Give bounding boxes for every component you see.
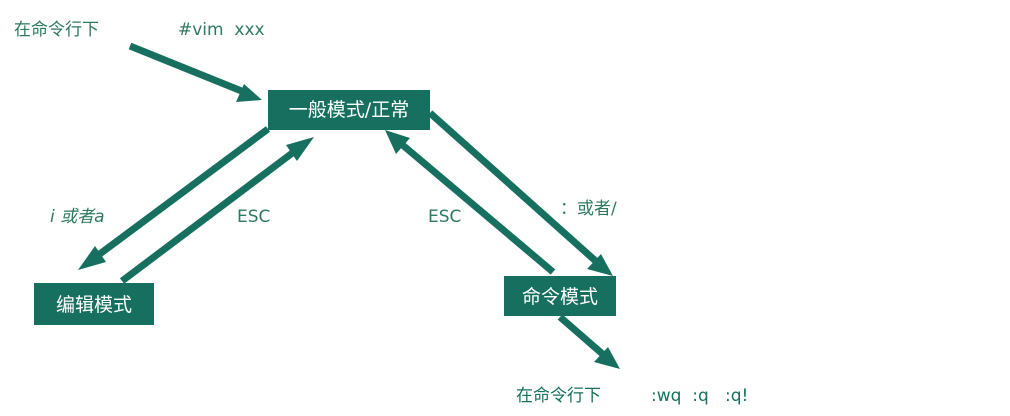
arrow-command-to-normal [385,130,556,275]
arrow-start-to-normal [128,42,262,102]
bottom-commands-label: :wq :q :q! [651,386,748,406]
arrow-normal-to-command [427,110,613,276]
insert-mode-box: 编辑模式 [34,283,154,325]
insert-mode-label: 编辑模式 [56,294,132,316]
arrow-insert-to-normal [119,137,314,284]
enter-insert-label: i 或者a [50,207,105,227]
top-command-label: #vim xxx [178,20,265,40]
command-mode-label: 命令模式 [522,286,598,308]
arrow-command-to-exit [557,314,620,369]
esc-left-label: ESC [237,207,270,227]
normal-mode-label: 一般模式/正常 [289,99,409,121]
command-mode-box: 命令模式 [504,276,616,316]
enter-command-label: ：或者/ [560,199,617,219]
normal-mode-box: 一般模式/正常 [268,90,430,130]
bottom-prompt-label: 在命令行下 [516,386,601,406]
esc-right-label: ESC [428,207,461,227]
top-prompt-label: 在命令行下 [14,20,99,40]
arrow-normal-to-insert [78,126,271,270]
